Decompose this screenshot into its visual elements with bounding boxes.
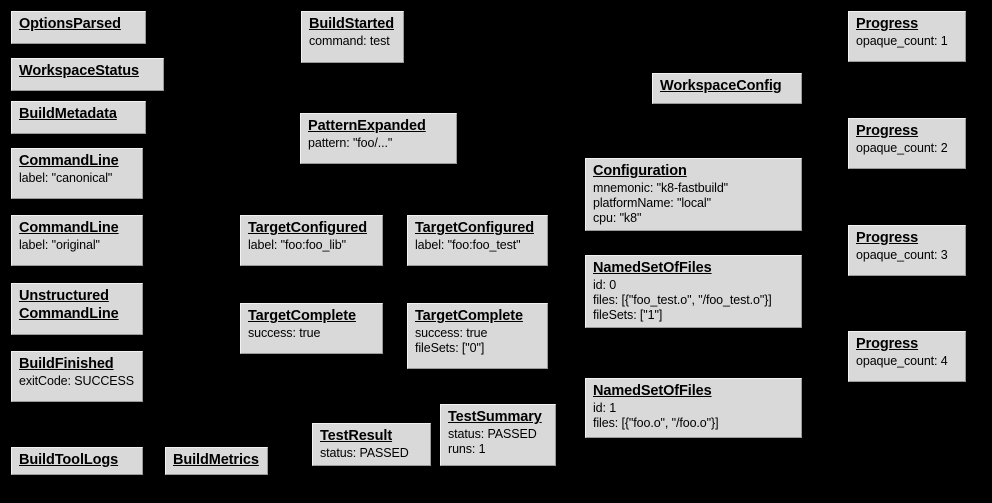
node-fields: label: "original" bbox=[19, 238, 135, 253]
node-fields: success: true bbox=[248, 326, 375, 341]
node-title: BuildFinished bbox=[19, 356, 114, 372]
node-title: WorkspaceConfig bbox=[660, 78, 782, 94]
node-title: CommandLine bbox=[19, 153, 119, 169]
node-unstructured-command-line[interactable]: Unstructured CommandLine bbox=[11, 283, 143, 335]
node-field: runs: 1 bbox=[448, 441, 486, 456]
node-field: fileSets: ["1"] bbox=[593, 307, 663, 322]
node-field: opaque_count: 1 bbox=[856, 34, 948, 49]
node-field: label: "canonical" bbox=[19, 171, 113, 186]
node-progress-2[interactable]: Progress opaque_count: 2 bbox=[848, 118, 966, 169]
node-title: Configuration bbox=[593, 163, 687, 179]
node-field: files: [{"foo.o", "/foo.o"}] bbox=[593, 415, 719, 430]
node-command-line-original[interactable]: CommandLine label: "original" bbox=[11, 215, 143, 266]
node-title: BuildMetadata bbox=[19, 106, 117, 122]
node-title: Progress bbox=[856, 230, 919, 246]
node-field: label: "original" bbox=[19, 238, 100, 253]
node-title: OptionsParsed bbox=[19, 16, 121, 32]
node-build-tool-logs[interactable]: BuildToolLogs bbox=[11, 447, 143, 475]
node-field: exitCode: SUCCESS bbox=[19, 374, 135, 389]
node-field: label: "foo:foo_lib" bbox=[248, 238, 346, 253]
node-fields: exitCode: SUCCESS bbox=[19, 374, 135, 389]
node-target-configured-foo-lib[interactable]: TargetConfigured label: "foo:foo_lib" bbox=[240, 215, 383, 266]
node-title: Progress bbox=[856, 123, 919, 139]
node-field: success: true bbox=[248, 326, 321, 341]
node-field: status: PASSED bbox=[320, 446, 409, 461]
node-title: BuildStarted bbox=[309, 16, 395, 32]
node-target-configured-foo-test[interactable]: TargetConfigured label: "foo:foo_test" bbox=[407, 215, 548, 266]
node-command-line-canonical[interactable]: CommandLine label: "canonical" bbox=[11, 148, 143, 199]
node-title: Progress bbox=[856, 16, 919, 32]
node-title: TestResult bbox=[320, 428, 393, 444]
node-title: BuildToolLogs bbox=[19, 452, 119, 468]
node-field: opaque_count: 2 bbox=[856, 141, 948, 156]
node-progress-3[interactable]: Progress opaque_count: 3 bbox=[848, 225, 966, 276]
node-fields: opaque_count: 4 bbox=[856, 354, 958, 369]
node-field: opaque_count: 3 bbox=[856, 248, 948, 263]
node-progress-1[interactable]: Progress opaque_count: 1 bbox=[848, 11, 966, 62]
node-fields: pattern: "foo/..." bbox=[308, 136, 449, 151]
node-title: TestSummary bbox=[448, 409, 542, 425]
node-title: NamedSetOfFiles bbox=[593, 260, 712, 276]
node-fields: mnemonic: "k8-fastbuild"platformName: "l… bbox=[593, 181, 794, 225]
node-build-started[interactable]: BuildStarted command: test bbox=[301, 11, 404, 63]
node-fields: label: "foo:foo_test" bbox=[415, 238, 540, 253]
node-title: WorkspaceStatus bbox=[19, 63, 139, 79]
node-target-complete-foo-lib[interactable]: TargetComplete success: true bbox=[240, 303, 383, 354]
node-field: command: test bbox=[309, 34, 390, 49]
node-field: mnemonic: "k8-fastbuild" bbox=[593, 181, 729, 196]
node-title: TargetConfigured bbox=[415, 220, 534, 236]
node-title: Unstructured CommandLine bbox=[19, 288, 119, 322]
node-title: NamedSetOfFiles bbox=[593, 383, 712, 399]
node-test-result[interactable]: TestResult status: PASSED bbox=[312, 423, 431, 466]
node-title: TargetComplete bbox=[248, 308, 356, 324]
node-build-metadata[interactable]: BuildMetadata bbox=[11, 101, 146, 134]
node-configuration[interactable]: Configuration mnemonic: "k8-fastbuild"pla… bbox=[585, 158, 802, 231]
node-fields: opaque_count: 3 bbox=[856, 248, 958, 263]
node-title: PatternExpanded bbox=[308, 118, 426, 134]
node-field: label: "foo:foo_test" bbox=[415, 238, 521, 253]
node-field: opaque_count: 4 bbox=[856, 354, 948, 369]
node-field: platformName: "local" bbox=[593, 195, 711, 210]
node-field: cpu: "k8" bbox=[593, 210, 642, 225]
node-field: pattern: "foo/..." bbox=[308, 136, 393, 151]
node-field: files: [{"foo_test.o", "/foo_test.o"}] bbox=[593, 292, 772, 307]
node-field: fileSets: ["0"] bbox=[415, 340, 485, 355]
node-fields: label: "foo:foo_lib" bbox=[248, 238, 375, 253]
node-title: BuildMetrics bbox=[173, 452, 259, 468]
node-workspace-status[interactable]: WorkspaceStatus bbox=[11, 58, 164, 91]
node-field: success: true bbox=[415, 326, 488, 341]
node-field: status: PASSED bbox=[448, 427, 537, 442]
node-field: id: 1 bbox=[593, 401, 617, 416]
node-fields: opaque_count: 1 bbox=[856, 34, 958, 49]
node-fields: opaque_count: 2 bbox=[856, 141, 958, 156]
node-fields: status: PASSED bbox=[320, 446, 423, 461]
node-title: Progress bbox=[856, 336, 919, 352]
node-build-metrics[interactable]: BuildMetrics bbox=[165, 447, 268, 475]
node-options-parsed[interactable]: OptionsParsed bbox=[11, 11, 146, 44]
node-fields: label: "canonical" bbox=[19, 171, 135, 186]
node-progress-4[interactable]: Progress opaque_count: 4 bbox=[848, 331, 966, 382]
node-fields: command: test bbox=[309, 34, 396, 49]
node-title: CommandLine bbox=[19, 220, 119, 236]
node-build-finished[interactable]: BuildFinished exitCode: SUCCESS bbox=[11, 351, 143, 402]
node-pattern-expanded[interactable]: PatternExpanded pattern: "foo/..." bbox=[300, 113, 457, 164]
node-title: TargetComplete bbox=[415, 308, 523, 324]
node-title: TargetConfigured bbox=[248, 220, 367, 236]
node-workspace-config[interactable]: WorkspaceConfig bbox=[652, 73, 802, 104]
node-field: id: 0 bbox=[593, 278, 617, 293]
